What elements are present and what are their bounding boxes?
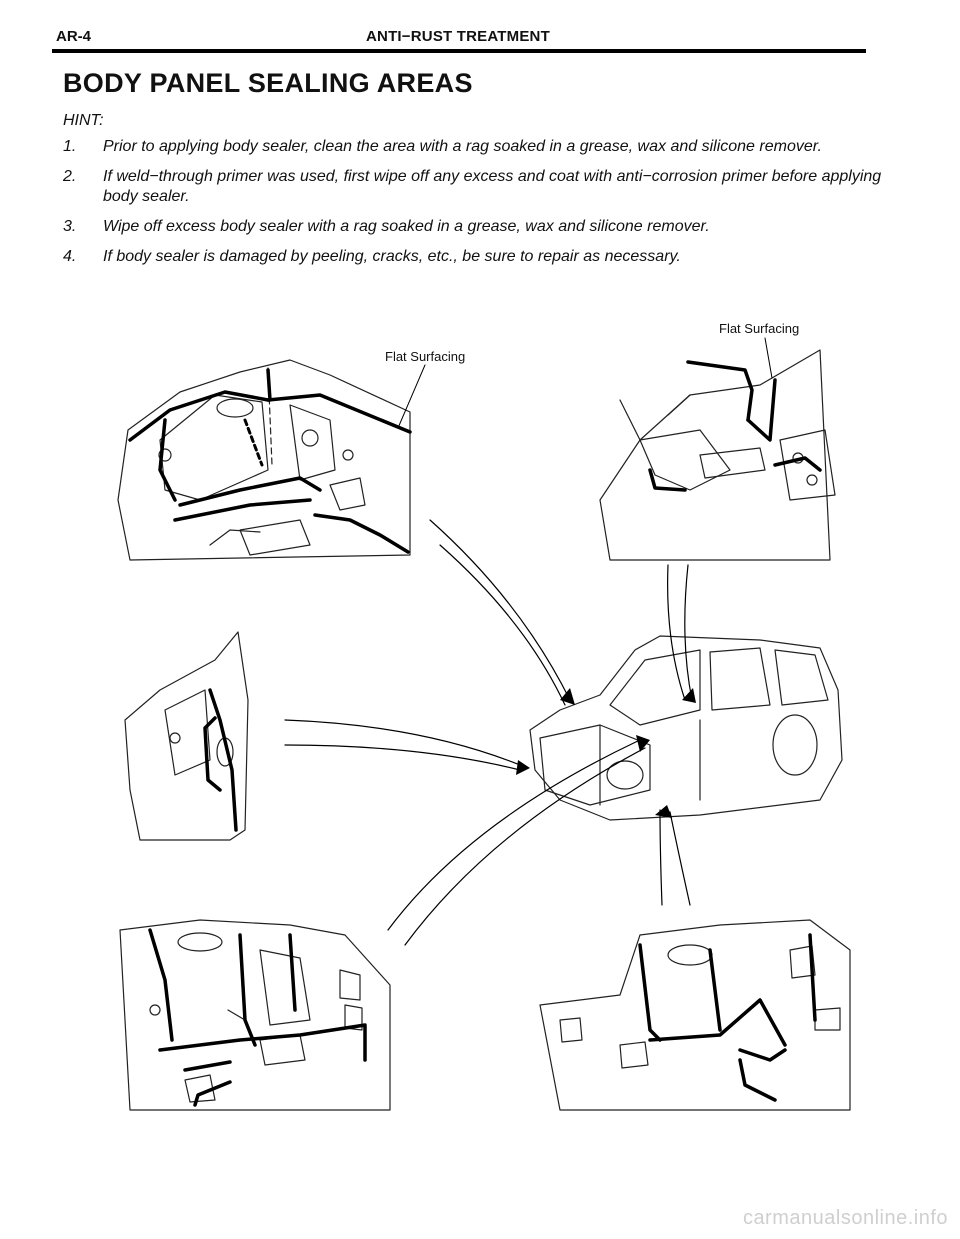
rear-quarter-panel-detail [539,919,851,1111]
watermark: carmanualsonline.info [742,1207,948,1229]
instruction-step: 2. If weld−through primer was used, firs… [63,167,883,207]
instruction-step: 1. Prior to applying body sealer, clean … [63,137,883,157]
step-text: If weld−through primer was used, first w… [103,168,882,205]
rear-floor-detail [599,349,836,561]
step-text: If body sealer is damaged by peeling, cr… [103,248,681,265]
pillar-detail [124,631,249,841]
instruction-step: 3. Wipe off excess body sealer with a ra… [63,217,883,237]
instruction-list: 1. Prior to applying body sealer, clean … [63,137,883,277]
step-number: 2. [63,168,77,185]
step-number: 3. [63,218,77,235]
page-header: AR-4 ANTI−RUST TREATMENT [56,28,866,54]
header-divider [52,49,866,53]
reference-arrows [284,519,693,946]
page-code: AR-4 [56,28,92,45]
flat-surfacing-callout-right: Flat Surfacing [719,321,799,336]
engine-compartment-detail [117,359,412,561]
page-title: BODY PANEL SEALING AREAS [63,68,473,98]
front-inner-panel-detail [119,919,391,1111]
section-title: ANTI−RUST TREATMENT [366,28,550,45]
step-number: 1. [63,138,77,155]
instruction-step: 4. If body sealer is damaged by peeling,… [63,247,883,267]
sealing-areas-illustration: Flat Surfacing Flat Surfacing [117,321,851,1111]
step-text: Prior to applying body sealer, clean the… [103,138,822,155]
arrowheads [516,688,696,818]
step-text: Wipe off excess body sealer with a rag s… [103,218,710,235]
hint-label: HINT: [63,112,104,129]
vehicle-body [529,635,843,821]
flat-surfacing-callout-left: Flat Surfacing [385,349,465,364]
step-number: 4. [63,248,77,265]
